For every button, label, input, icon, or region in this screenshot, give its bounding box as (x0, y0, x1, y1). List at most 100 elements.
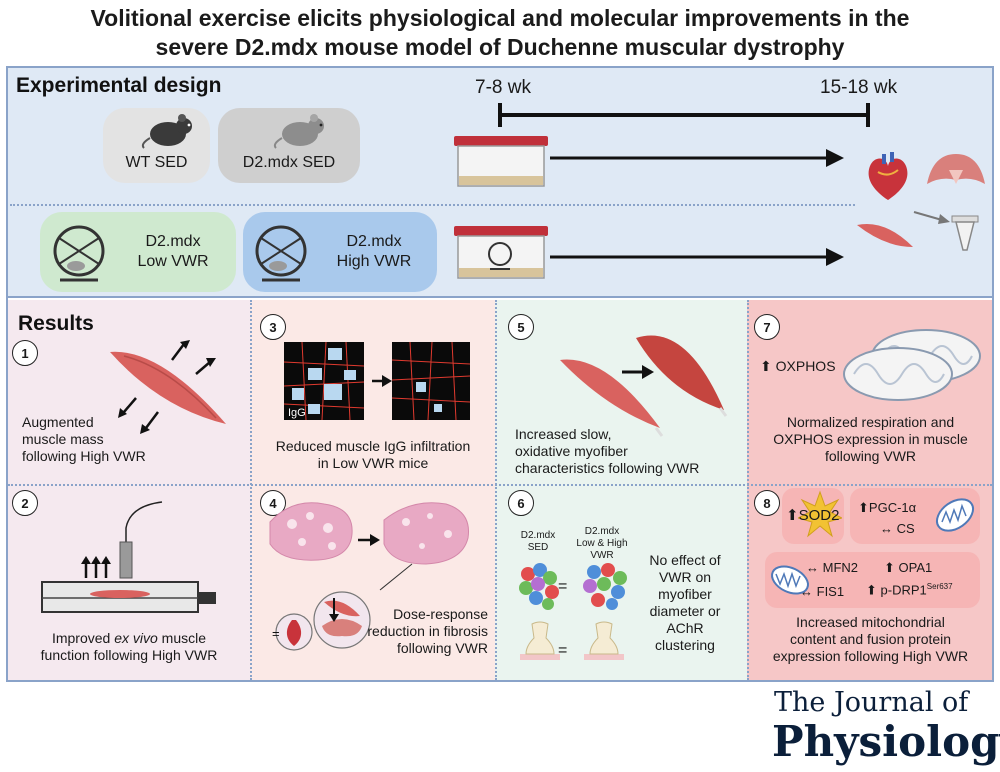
opa1-up: ⬆ OPA1 (884, 560, 932, 576)
mouse-dark-icon (141, 114, 192, 149)
panel3-caption: Reduced muscle IgG infiltration in Low V… (252, 438, 494, 472)
timeline-arrow-vwr (550, 248, 844, 266)
fis1-double-arrow-icon: ↔ (800, 584, 813, 599)
timeline-bar (498, 103, 870, 127)
tube-icon (913, 211, 979, 251)
panel5-caption-line2: oxidative myofiber (515, 443, 628, 459)
opa1-label: OPA1 (898, 560, 933, 575)
design-divider (10, 204, 855, 206)
pgc-label: PGC-1α (868, 500, 917, 515)
oxphos-up: ⬆ OXPHOS (760, 358, 836, 375)
timeline-end-label: 15-18 wk (820, 77, 898, 98)
panel2-text-em: ex vivo (114, 630, 158, 646)
low-vwr-label-1: D2.mdx (145, 233, 201, 250)
panel4-equal-sign: = (272, 626, 280, 641)
panel5-caption-line3: characteristics following VWR (515, 460, 700, 476)
drp1-label: p-DRP1 (880, 582, 927, 598)
panel7-caption-line2: OXPHOS expression in muscle (773, 431, 968, 447)
journal-logo-line2: Physiology (772, 717, 1000, 766)
mitochondria-icon (843, 329, 981, 401)
pgc-up: ⬆PGC-1α (858, 500, 916, 516)
myofiber-achr-icons (519, 563, 627, 660)
panel7-caption: Normalized respiration and OXPHOS expres… (749, 414, 992, 465)
panel7-caption-line3: following VWR (824, 448, 917, 464)
panel2-text-pre: Improved (51, 630, 115, 646)
mfn2-nochange: ↔ MFN2 (806, 560, 858, 575)
panel6-vwr-label: D2.mdx Low & High VWR (576, 526, 628, 562)
diaphragm-icon (927, 154, 985, 184)
panel4-caption-line1: Dose-response (393, 606, 488, 622)
badge-8: 8 (754, 490, 780, 516)
panel5-caption: Increased slow, oxidative myofiber chara… (515, 426, 699, 477)
drp1-up-arrow-icon: ⬆ (866, 582, 877, 598)
wt-sed-label: WT SED (125, 154, 188, 171)
panel6-sed-label-1: D2.mdx (520, 530, 556, 541)
muscle-icon (857, 223, 913, 247)
results-row-divider (8, 484, 992, 486)
mitochondrion-fusion-icon (771, 565, 809, 595)
opa1-up-arrow-icon: ⬆ (884, 560, 895, 575)
d2mdx-sed-group: D2.mdx SED (218, 108, 360, 183)
panel6-sed-label-2: SED (527, 542, 549, 553)
sod2-up: ⬆SOD2 (786, 506, 839, 524)
panel8-caption: Increased mitochondrial content and fusi… (749, 614, 992, 665)
running-wheel-icon (53, 225, 105, 282)
panel6-vwr-label-1: D2.mdx (584, 526, 620, 537)
panel5-caption-line1: Increased slow, (515, 426, 612, 442)
panel8-caption-line2: content and fusion protein (789, 631, 952, 647)
panel1-caption-line1: Augmented (22, 414, 94, 430)
fis1-nochange: ↔ FIS1 (800, 584, 844, 599)
panel6-vwr-label-3: VWR (590, 550, 614, 561)
timeline-start-label: 7-8 wk (475, 77, 531, 98)
panel6-caption-line6: clustering (655, 637, 715, 653)
badge-5: 5 (508, 314, 534, 340)
badge-1: 1 (12, 340, 38, 366)
panel2-caption: Improved ex vivo muscle function followi… (10, 630, 248, 664)
high-vwr-label-2: High VWR (336, 253, 412, 270)
fis1-label: FIS1 (816, 584, 845, 599)
igg-stain-images: IgG (284, 342, 470, 421)
wt-sed-group: WT SED (103, 108, 210, 183)
badge-2: 2 (12, 490, 38, 516)
panel8-caption-line1: Increased mitochondrial (796, 614, 945, 630)
sod2-label: SOD2 (798, 507, 840, 524)
mfn2-label: MFN2 (822, 560, 859, 575)
panel4-caption-line2: reduction in fibrosis (367, 623, 488, 639)
panel6-caption-line4: diameter or (649, 603, 721, 619)
drp1-superscript: Ser637 (926, 582, 953, 591)
cs-double-arrow-icon: ↔ (880, 521, 893, 536)
sod2-up-arrow-icon: ⬆ (786, 507, 799, 524)
panel8-caption-line3: expression following High VWR (772, 648, 969, 664)
cage-wheel-icon (454, 226, 548, 279)
mitochondrion-blue-icon (935, 498, 975, 532)
panel6-equal-1: = (558, 578, 568, 595)
panel6-caption-line3: myofiber (658, 586, 712, 602)
oxphos-label: OXPHOS (775, 358, 836, 374)
mfn2-double-arrow-icon: ↔ (806, 560, 819, 575)
results-panel (6, 298, 994, 682)
badge-7: 7 (754, 314, 780, 340)
cs-label: CS (896, 521, 915, 536)
experimental-design-heading: Experimental design (16, 74, 222, 97)
panel6-caption-line1: No effect of (649, 552, 721, 568)
journal-logo-line1: The Journal of (774, 687, 969, 718)
panel6-sed-label: D2.mdx SED (514, 530, 562, 554)
panel6-vwr-label-2: Low & High (576, 538, 628, 549)
panel4-caption: Dose-response reduction in fibrosis foll… (356, 606, 488, 657)
running-wheel-icon-2 (255, 225, 307, 282)
panel1-caption: Augmented muscle mass following High VWR (22, 414, 146, 465)
panel1-caption-line3: following High VWR (22, 448, 146, 464)
high-vwr-label-1: D2.mdx (346, 233, 402, 250)
drp1-up: ⬆ p-DRP1Ser637 (866, 582, 953, 598)
d2mdx-sed-label: D2.mdx SED (242, 154, 336, 171)
burst-icon (798, 490, 842, 538)
divider-3 (747, 300, 749, 680)
ex-vivo-apparatus-icon (41, 501, 216, 613)
figure-title: Volitional exercise elicits physiologica… (0, 4, 1000, 62)
panel2-caption-line1: Improved ex vivo muscle (10, 630, 248, 647)
badge-3: 3 (260, 314, 286, 340)
mouse-grey-icon (273, 114, 324, 149)
panel7-caption-line1: Normalized respiration and (786, 414, 955, 430)
title-line-1: Volitional exercise elicits physiologica… (90, 5, 910, 31)
cage-icon (454, 136, 548, 187)
